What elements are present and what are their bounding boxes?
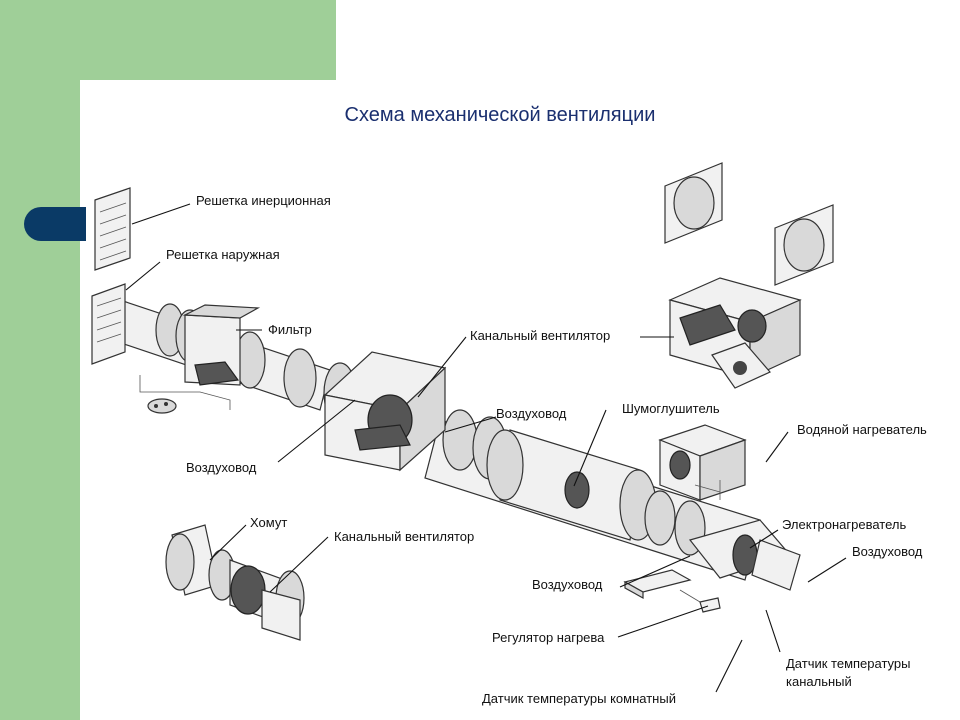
label-silencer: Шумоглушитель [622, 401, 720, 416]
label-duct-left: Воздуховод [186, 460, 257, 475]
left-controller [139, 375, 231, 414]
top-green-block [80, 0, 336, 80]
label-duct-right: Воздуховод [852, 544, 923, 559]
label-filter: Фильтр [268, 322, 312, 337]
slide-title: Схема механической вентиляции [344, 104, 656, 126]
label-duct-temp-sensor-line1: Датчик температуры [786, 656, 910, 671]
exploded-fan-unit [664, 162, 834, 389]
label-duct-fan-bottom: Канальный вентилятор [334, 529, 474, 544]
label-heat-regulator: Регулятор нагрева [492, 630, 605, 645]
label-electric-heater: Электронагреватель [782, 517, 906, 532]
label-duct-mid: Воздуховод [496, 406, 567, 421]
label-grille-inertial: Решетка инерционная [196, 193, 331, 208]
center-duct-fan [323, 351, 447, 472]
label-grille-outer: Решетка наружная [166, 247, 280, 262]
filter-box [182, 304, 261, 386]
label-duct-lower: Воздуховод [532, 577, 603, 592]
heat-regulator-unit [623, 569, 721, 613]
label-room-temp-sensor: Датчик температуры комнатный [482, 691, 676, 706]
outer-grille [91, 283, 126, 365]
bottom-fan-group [165, 524, 305, 641]
diagram-labels: Решетка инерционная Решетка наружная Фил… [166, 193, 927, 706]
leader-lines [125, 203, 847, 693]
label-clamp: Хомут [250, 515, 287, 530]
inertial-grille [94, 187, 131, 271]
label-duct-temp-sensor-line2: канальный [786, 674, 852, 689]
left-green-bar [0, 0, 80, 720]
label-duct-fan-top: Канальный вентилятор [470, 328, 610, 343]
navy-tab-marker [24, 207, 86, 241]
label-water-heater: Водяной нагреватель [797, 422, 927, 437]
water-heater [658, 424, 747, 501]
